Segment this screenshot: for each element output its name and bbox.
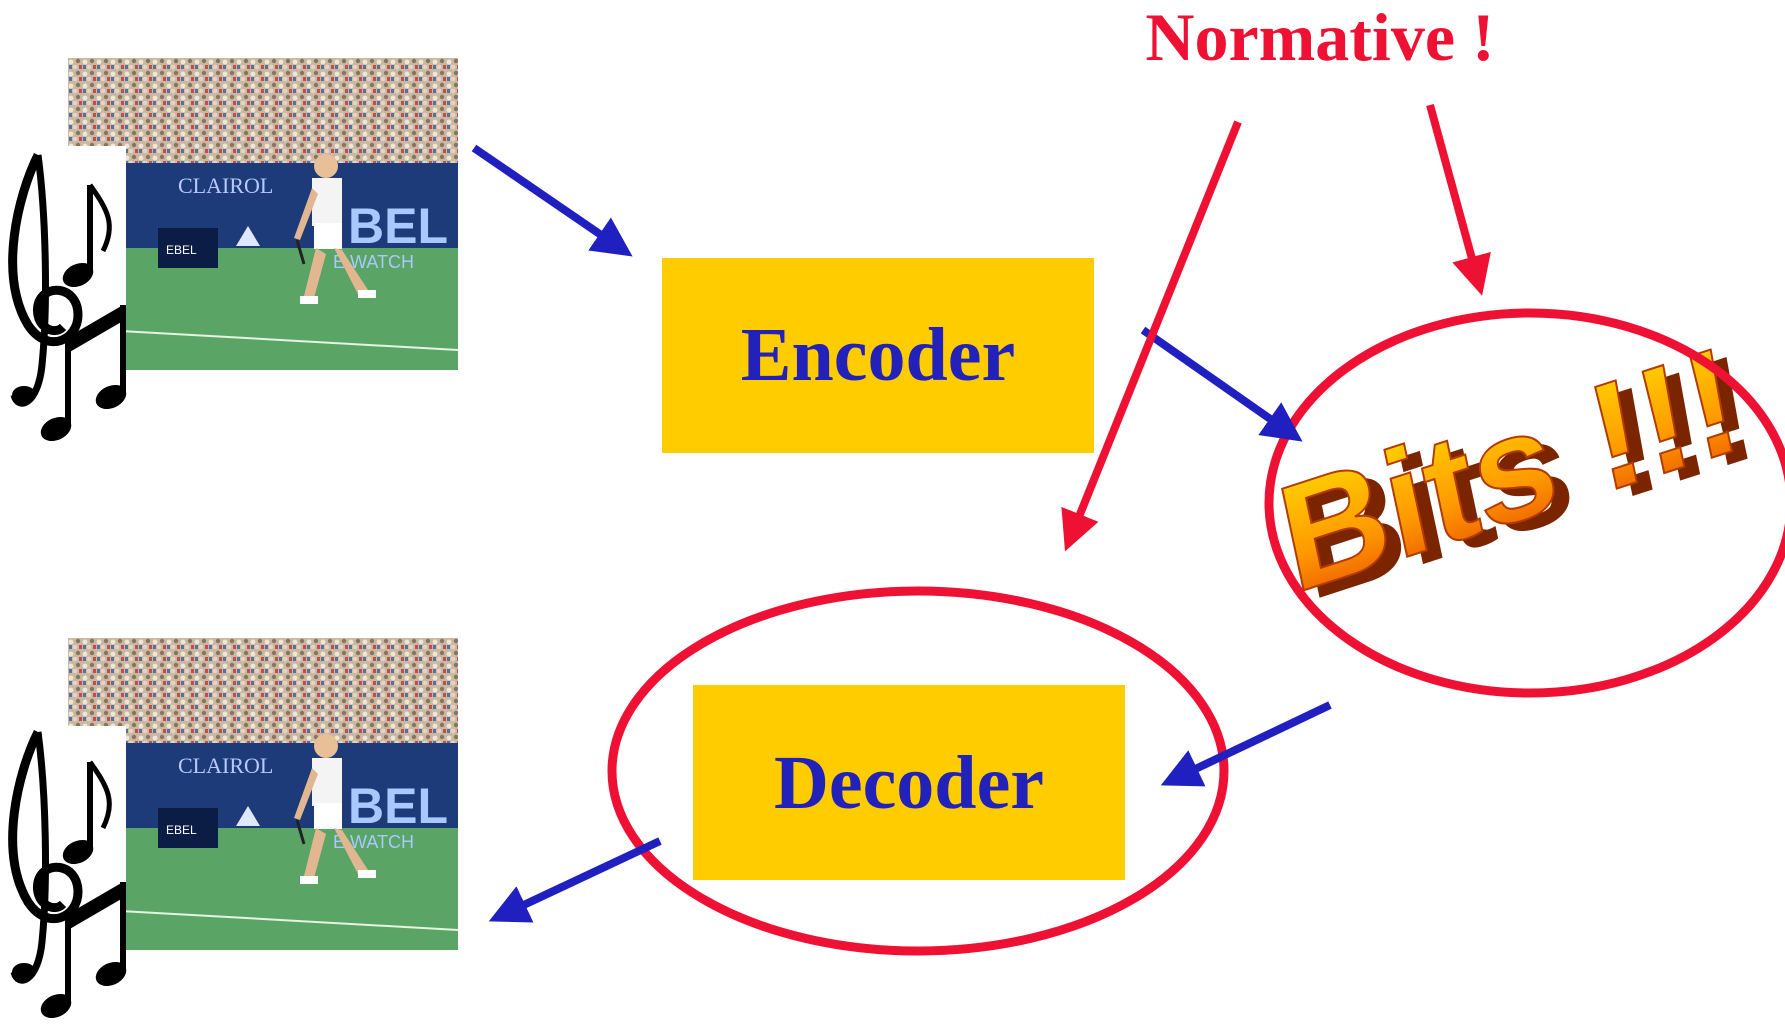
encoder-label: Encoder <box>741 313 1015 397</box>
decoder-to-output-arrow <box>488 837 662 923</box>
input-to-encoder-arrow <box>471 144 633 257</box>
output-video-frame <box>66 636 460 952</box>
bits-to-decoder-arrow <box>1160 701 1332 787</box>
decoder-label: Decoder <box>774 741 1044 825</box>
input-video-frame <box>66 56 460 372</box>
normative-to-bits-arrow <box>1426 103 1491 296</box>
normative-title: Normative ! <box>1145 0 1494 75</box>
bits-highlight-ellipse <box>1264 308 1785 698</box>
encoder-to-bits-arrow <box>1140 326 1303 442</box>
decoder-highlight-ellipse <box>607 586 1229 956</box>
encoder-box <box>662 258 1094 453</box>
normative-to-decoder-arrow <box>1061 120 1242 552</box>
decoder-box <box>693 685 1125 880</box>
bits-label: Bits !!! <box>1266 313 1753 625</box>
